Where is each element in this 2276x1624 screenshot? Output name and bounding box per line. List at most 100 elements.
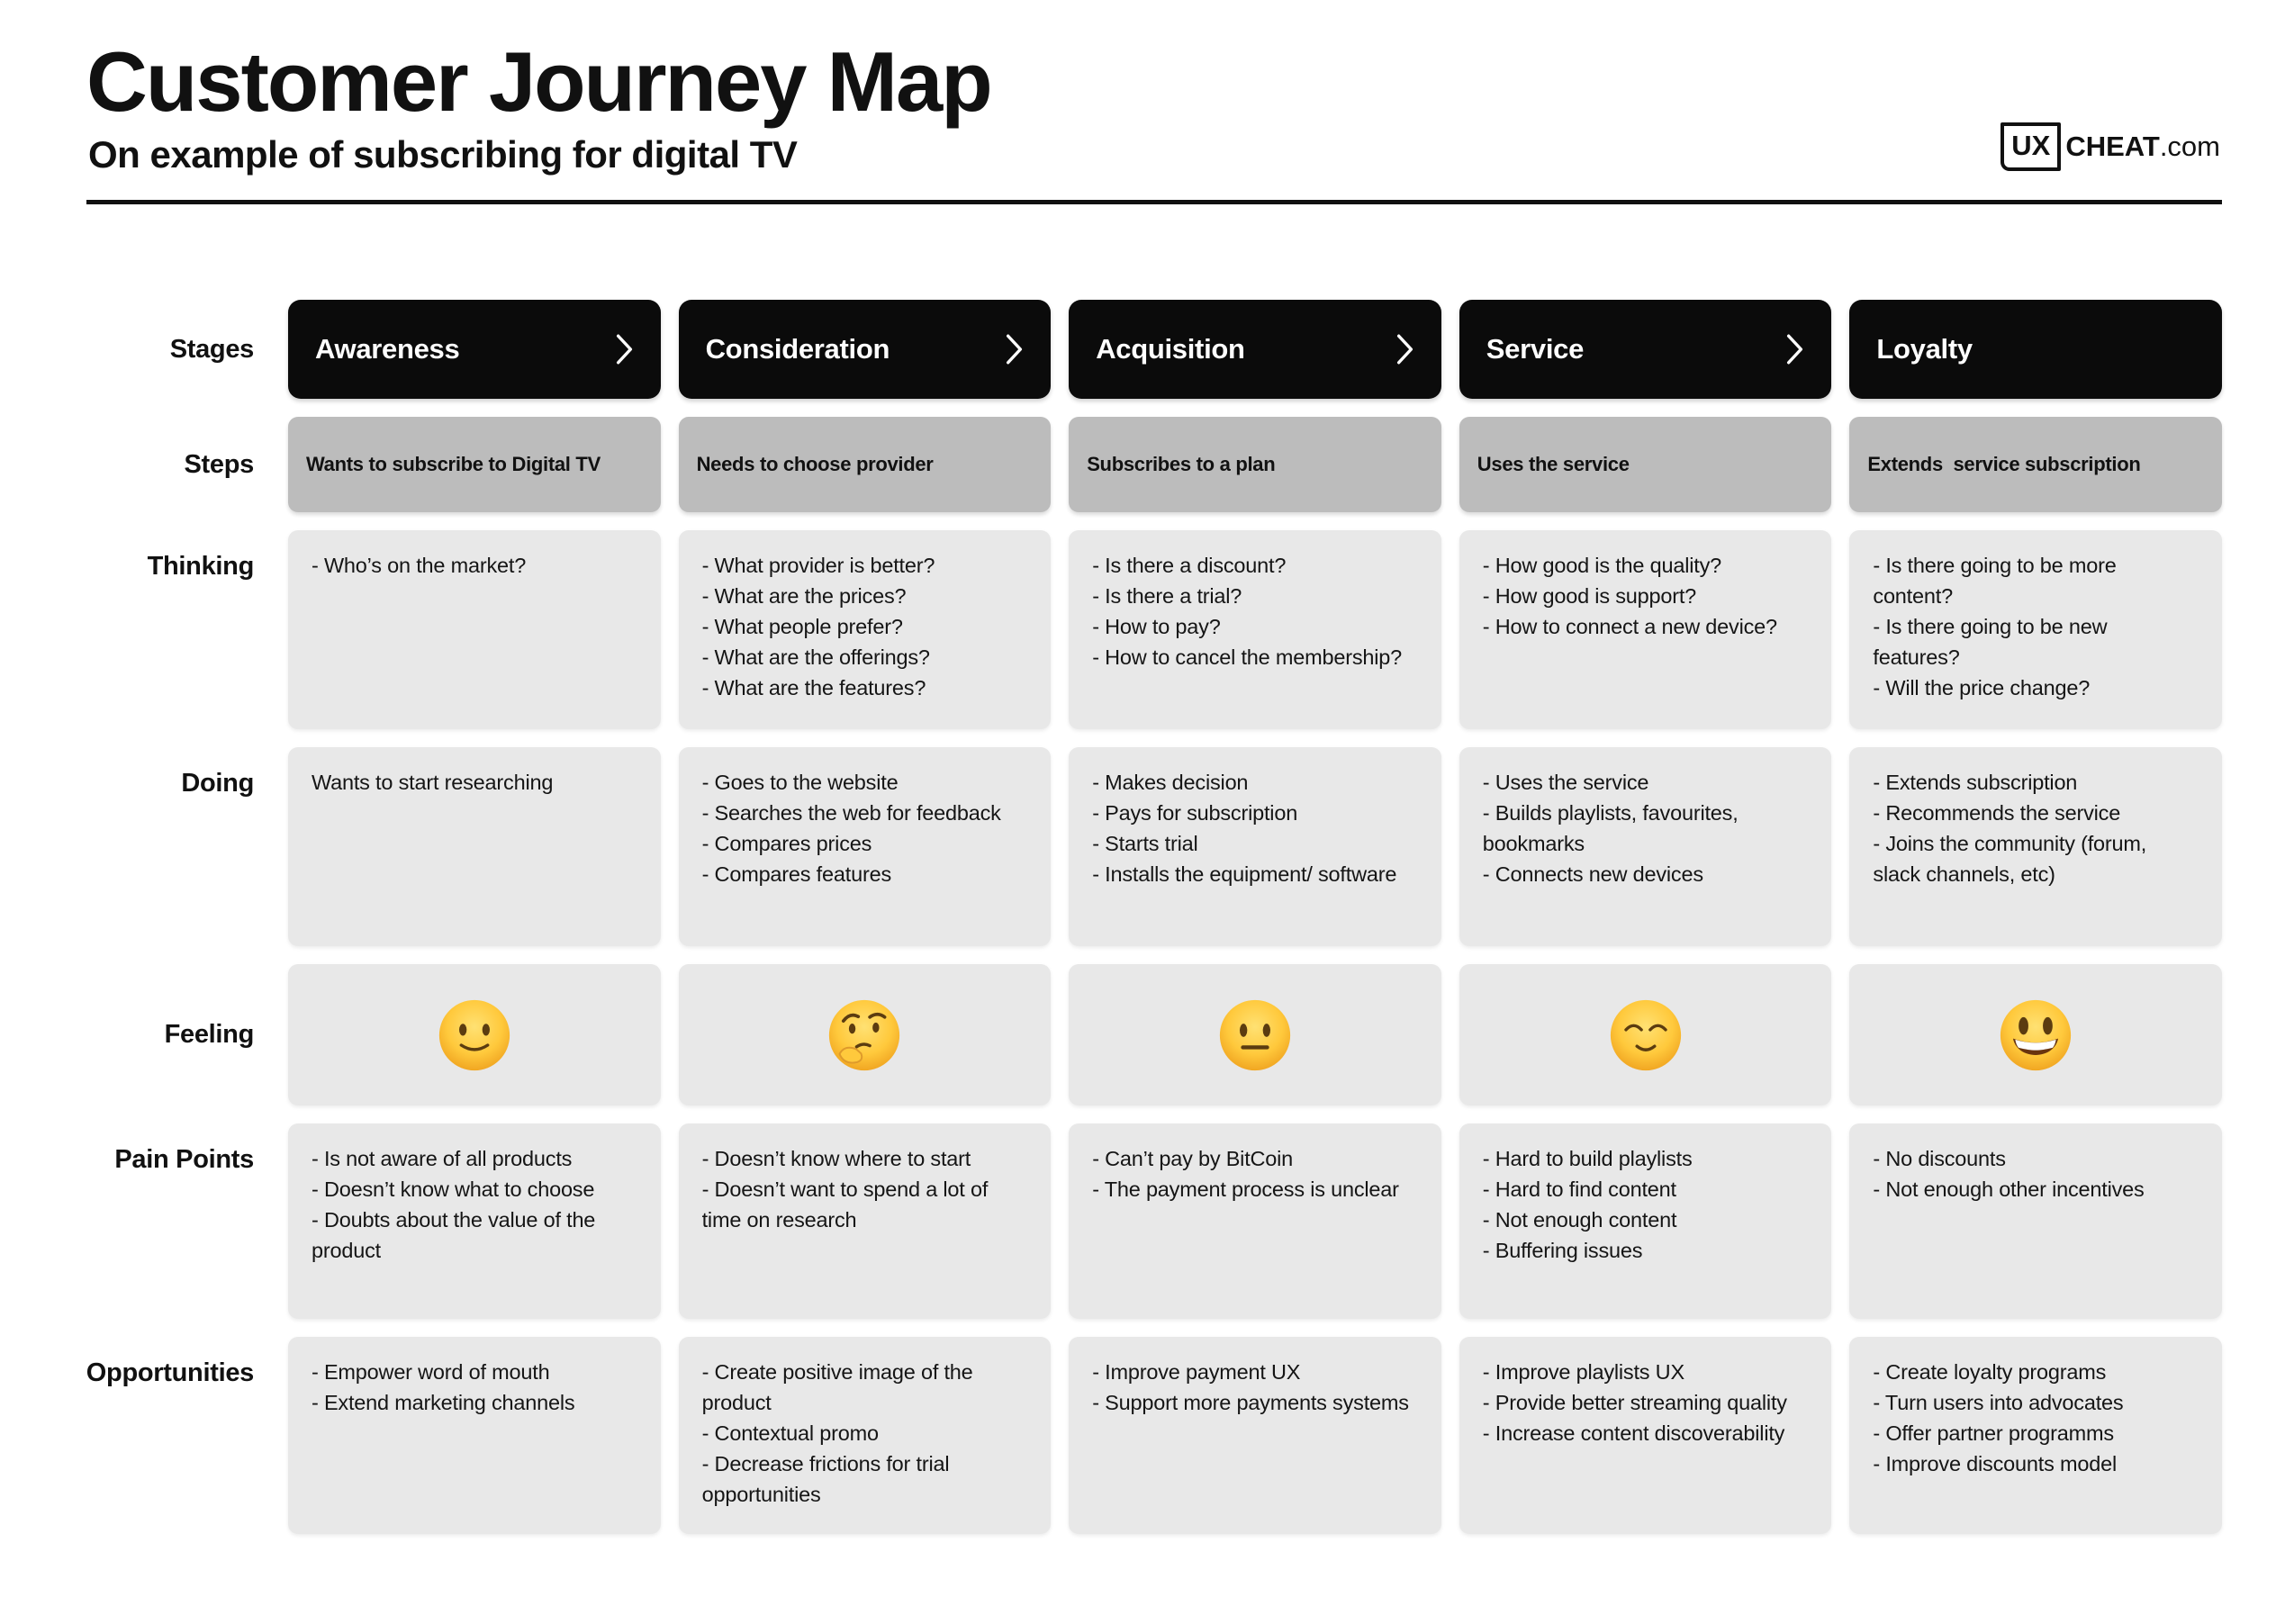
stage-name: Consideration bbox=[705, 333, 890, 365]
cell-line: - Decrease frictions for trial opportuni… bbox=[701, 1452, 950, 1506]
step-acquisition: Subscribes to a plan bbox=[1069, 417, 1441, 512]
stage-name: Awareness bbox=[315, 333, 460, 365]
step-text: Subscribes to a plan bbox=[1087, 453, 1276, 475]
cell-line: - Will the price change? bbox=[1873, 676, 2091, 699]
chevron-right-icon bbox=[1007, 334, 1023, 365]
thinking-loyalty: - Is there going to be more content? - Is… bbox=[1849, 530, 2222, 729]
cell-line: - Connects new devices bbox=[1482, 862, 1703, 886]
cell-line: - Improve discounts model bbox=[1873, 1452, 2117, 1475]
cell-line: - Improve payment UX bbox=[1092, 1360, 1301, 1384]
cell-line: - Provide better streaming quality bbox=[1482, 1391, 1787, 1414]
chevron-right-icon bbox=[616, 334, 632, 365]
cell-line: - How good is the quality? bbox=[1482, 554, 1721, 577]
opportunities-loyalty: - Create loyalty programs - Turn users in… bbox=[1849, 1337, 2222, 1534]
opportunities-consideration: - Create positive image of the product - … bbox=[678, 1337, 1052, 1534]
cell-line: - The payment process is unclear bbox=[1092, 1177, 1399, 1201]
cell-line: - Goes to the website bbox=[701, 771, 899, 794]
cell-line: - Doesn’t know where to start bbox=[701, 1147, 971, 1170]
doing-consideration: - Goes to the website - Searches the web … bbox=[678, 747, 1052, 946]
cell-line: - How good is support? bbox=[1482, 584, 1697, 608]
cell-line: - How to pay? bbox=[1092, 615, 1221, 638]
pain-points-awareness: - Is not aware of all products- Doesn’t … bbox=[288, 1123, 661, 1319]
chevron-right-icon bbox=[1396, 334, 1413, 365]
cell-line: - Support more payments systems bbox=[1092, 1391, 1409, 1414]
cell-line: - Searches the web for feedback bbox=[701, 801, 1001, 825]
thinking-service: - How good is the quality? - How good is … bbox=[1459, 530, 1832, 729]
cell-line: - Pays for subscription bbox=[1092, 801, 1298, 825]
cell-line: - Create loyalty programs bbox=[1873, 1360, 2107, 1384]
row-label-thinking: Thinking bbox=[147, 552, 255, 581]
thinking-face-icon bbox=[829, 999, 900, 1070]
cell-line: - Extends subscription bbox=[1873, 771, 2078, 794]
opportunities-awareness: - Empower word of mouth- Extend marketin… bbox=[288, 1337, 661, 1534]
cell-line: - Doesn’t want to spend a lot of time on… bbox=[701, 1177, 989, 1232]
feeling-service bbox=[1459, 964, 1832, 1105]
cell-line: - Is there going to be new features? bbox=[1873, 615, 2108, 669]
cell-line: - Increase content discoverability bbox=[1482, 1421, 1785, 1445]
cell-line: - Hard to build playlists bbox=[1482, 1147, 1693, 1170]
step-loyalty: Extends service subscription bbox=[1849, 417, 2222, 512]
cell-line: - Contextual promo bbox=[701, 1421, 879, 1445]
doing-acquisition: - Makes decision - Pays for subscription -… bbox=[1069, 747, 1441, 946]
doing-awareness: Wants to start researching bbox=[288, 747, 661, 946]
pain-points-loyalty: - No discounts- Not enough other incenti… bbox=[1849, 1123, 2222, 1319]
cell-line: - Empower word of mouth bbox=[312, 1360, 550, 1384]
cell-line: - What provider is better? bbox=[701, 554, 935, 577]
cell-line: - No discounts bbox=[1873, 1147, 2006, 1170]
doing-loyalty: - Extends subscription - Recommends the s… bbox=[1849, 747, 2222, 946]
cell-line: - Is there going to be more content? bbox=[1873, 554, 2117, 608]
step-awareness: Wants to subscribe to Digital TV bbox=[288, 417, 661, 512]
cell-line: - What are the features? bbox=[701, 676, 926, 699]
cell-line: - Recommends the service bbox=[1873, 801, 2121, 825]
cell-line: - Makes decision bbox=[1092, 771, 1249, 794]
stage-name: Loyalty bbox=[1876, 333, 1973, 365]
step-consideration: Needs to choose provider bbox=[678, 417, 1052, 512]
step-text: Wants to subscribe to Digital TV bbox=[306, 453, 601, 475]
feeling-awareness bbox=[288, 964, 661, 1105]
cell-line: - Can’t pay by BitCoin bbox=[1092, 1147, 1294, 1170]
chevron-right-icon bbox=[1787, 334, 1803, 365]
feeling-acquisition bbox=[1069, 964, 1441, 1105]
cell-line: - How to cancel the membership? bbox=[1092, 645, 1403, 669]
cell-line: - Buffering issues bbox=[1482, 1239, 1643, 1262]
cell-line: - Starts trial bbox=[1092, 832, 1198, 855]
cell-line: - Compares features bbox=[701, 862, 892, 886]
cell-line: - Compares prices bbox=[701, 832, 872, 855]
slightly-smiling-face-icon bbox=[438, 999, 510, 1070]
cell-line: - Who’s on the market? bbox=[312, 554, 527, 577]
cell-line: - How to connect a new device? bbox=[1482, 615, 1777, 638]
doing-service: - Uses the service- Builds playlists, fa… bbox=[1459, 747, 1832, 946]
page-subtitle: On example of subscribing for digital TV bbox=[88, 133, 798, 176]
cell-line: - Create positive image of the product bbox=[701, 1360, 973, 1414]
logo-com-text: .com bbox=[2159, 131, 2220, 162]
cell-line: - Is there a trial? bbox=[1092, 584, 1242, 608]
stage-service: Service bbox=[1459, 300, 1832, 399]
stage-acquisition: Acquisition bbox=[1069, 300, 1441, 399]
pain-points-acquisition: - Can’t pay by BitCoin - The payment proc… bbox=[1069, 1123, 1441, 1319]
feeling-loyalty bbox=[1849, 964, 2222, 1105]
cell-line: - What people prefer? bbox=[701, 615, 903, 638]
cell-line: - Turn users into advocates bbox=[1873, 1391, 2124, 1414]
thinking-consideration: - What provider is better? - What are the… bbox=[678, 530, 1052, 729]
stage-consideration: Consideration bbox=[678, 300, 1052, 399]
cell-line: - Installs the equipment/ software bbox=[1092, 862, 1397, 886]
cell-line: - Hard to find content bbox=[1482, 1177, 1676, 1201]
thinking-acquisition: - Is there a discount?- Is there a trial… bbox=[1069, 530, 1441, 729]
stage-awareness: Awareness bbox=[288, 300, 661, 399]
pain-points-consideration: - Doesn’t know where to start - Doesn’t w… bbox=[678, 1123, 1052, 1319]
neutral-face-icon bbox=[1219, 999, 1291, 1070]
opportunities-acquisition: - Improve payment UX - Support more payme… bbox=[1069, 1337, 1441, 1534]
journey-map-grid: Stages Awareness Consideration Acquisiti… bbox=[79, 300, 2222, 1534]
cell-line: - Improve playlists UX bbox=[1482, 1360, 1684, 1384]
row-label-steps: Steps bbox=[184, 449, 255, 479]
step-text: Uses the service bbox=[1477, 453, 1630, 475]
header: Customer Journey Map On example of subsc… bbox=[0, 0, 2276, 204]
feeling-consideration bbox=[678, 964, 1052, 1105]
cell-line: - Builds playlists, favourites, bookmark… bbox=[1482, 801, 1739, 855]
stage-name: Acquisition bbox=[1096, 333, 1245, 365]
cell-line: - Doubts about the value of the product bbox=[312, 1208, 596, 1262]
cell-line: - Not enough content bbox=[1482, 1208, 1677, 1232]
cell-line: - Doesn’t know what to choose bbox=[312, 1177, 595, 1201]
cell-line: - Joins the community (forum, slack chan… bbox=[1873, 832, 2147, 886]
